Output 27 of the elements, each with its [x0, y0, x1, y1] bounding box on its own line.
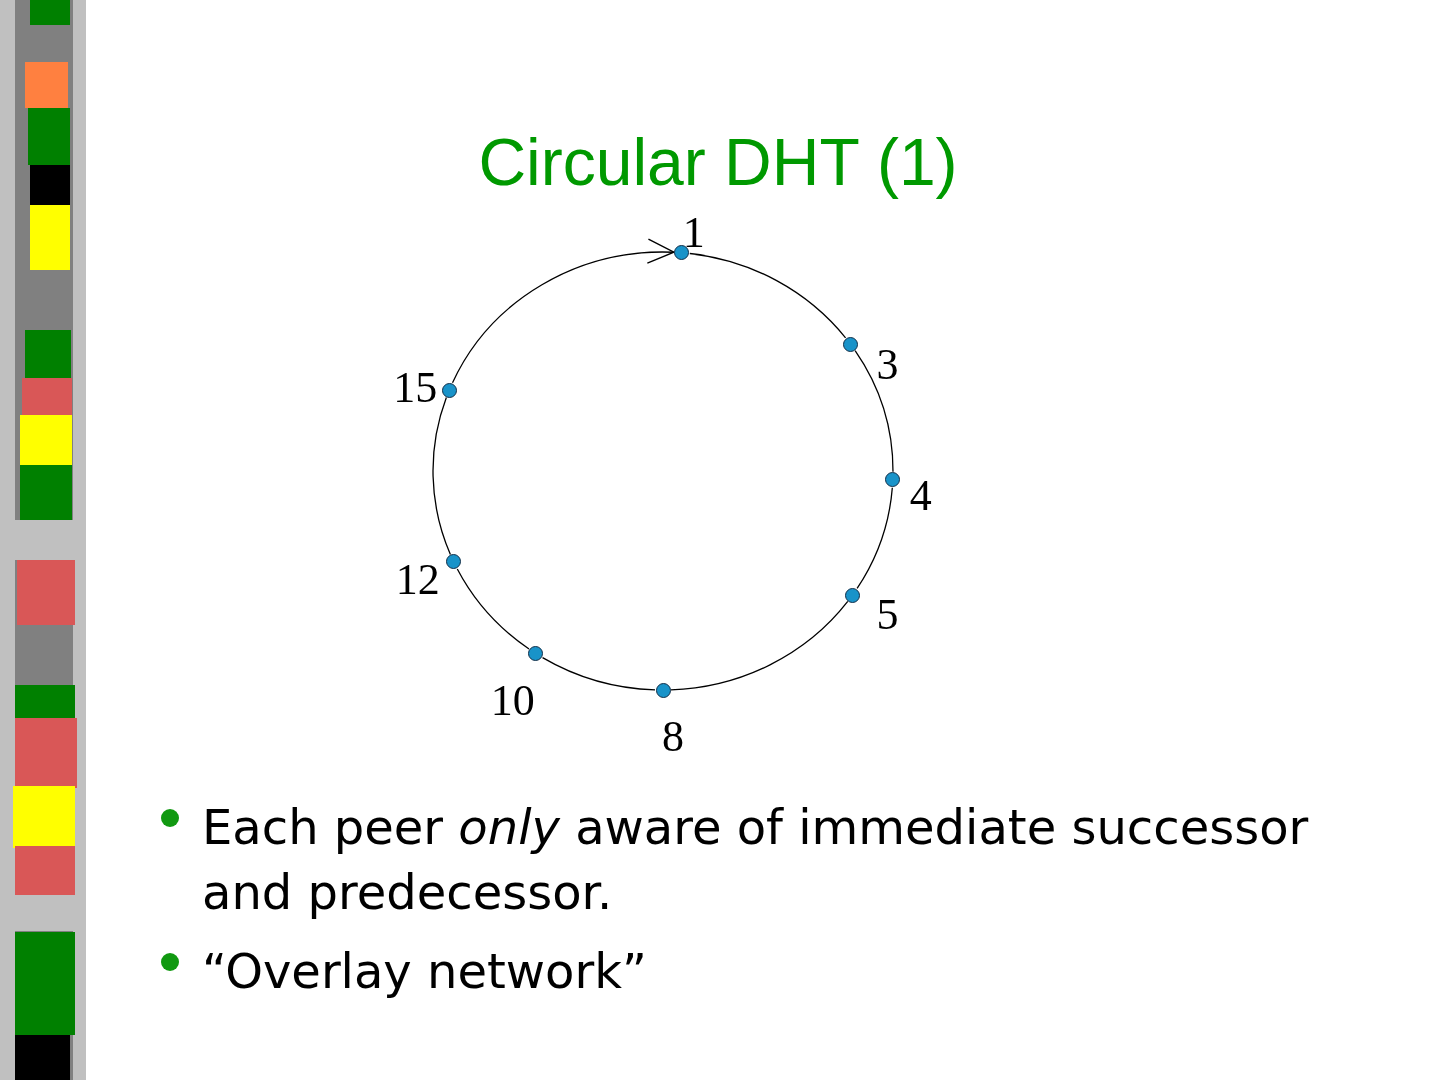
node-number: 10 [490, 679, 535, 724]
node-dot [845, 587, 861, 603]
bullet-text: “Overlay network” [202, 942, 648, 1001]
ring-arc [689, 252, 847, 339]
node-dot [655, 682, 671, 698]
ring-arc [856, 487, 893, 590]
ring-arc [670, 600, 849, 691]
ring-arc [456, 568, 530, 650]
node-number: 1 [682, 210, 705, 255]
node-number: 8 [662, 715, 684, 759]
arrow [451, 239, 675, 384]
node-dot [885, 472, 901, 488]
ring-arc [541, 656, 656, 691]
slide-title: Circular DHT (1) [477, 126, 959, 199]
ring-arc [854, 350, 894, 473]
node-number: 3 [876, 343, 899, 388]
node-dot [441, 382, 457, 398]
ring-arc [432, 396, 452, 556]
node-dot [842, 336, 858, 352]
node-dot [528, 645, 544, 661]
node-number: 5 [876, 593, 899, 638]
node-number: 15 [393, 366, 438, 410]
node-dot [446, 554, 462, 570]
node-number: 12 [395, 557, 440, 602]
bullet-text: Each peer only aware of immediate successor and predecessor. [202, 798, 1310, 922]
node-dot [674, 245, 690, 261]
node-number: 4 [909, 473, 932, 518]
